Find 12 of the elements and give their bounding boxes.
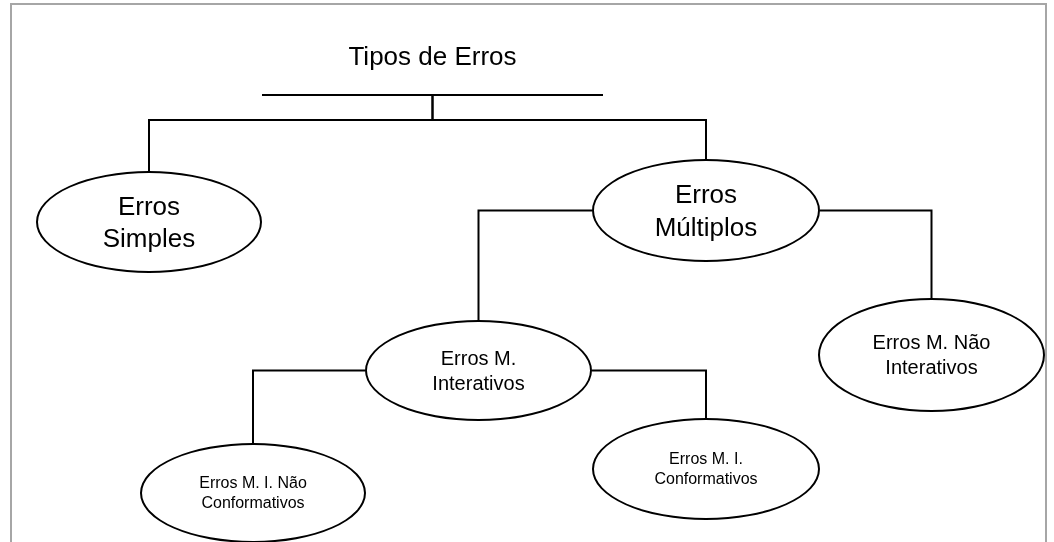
connector-line: [252, 369, 366, 444]
connector-line: [819, 209, 933, 299]
node-label: Erros M. Interativos: [431, 345, 526, 396]
node-label: Erros Simples: [101, 189, 197, 255]
node-label: Erros M. Não Interativos: [871, 330, 992, 380]
node-label: Erros M. I. Conformativos: [653, 449, 759, 489]
connector-line: [431, 95, 707, 160]
node-label: Erros Múltiplos: [653, 178, 759, 243]
heading-text: Tipos de Erros: [348, 40, 517, 73]
node-label: Erros M. I. Não Conformativos: [198, 473, 308, 513]
connector-line: [477, 209, 593, 321]
connector-line: [591, 369, 707, 419]
